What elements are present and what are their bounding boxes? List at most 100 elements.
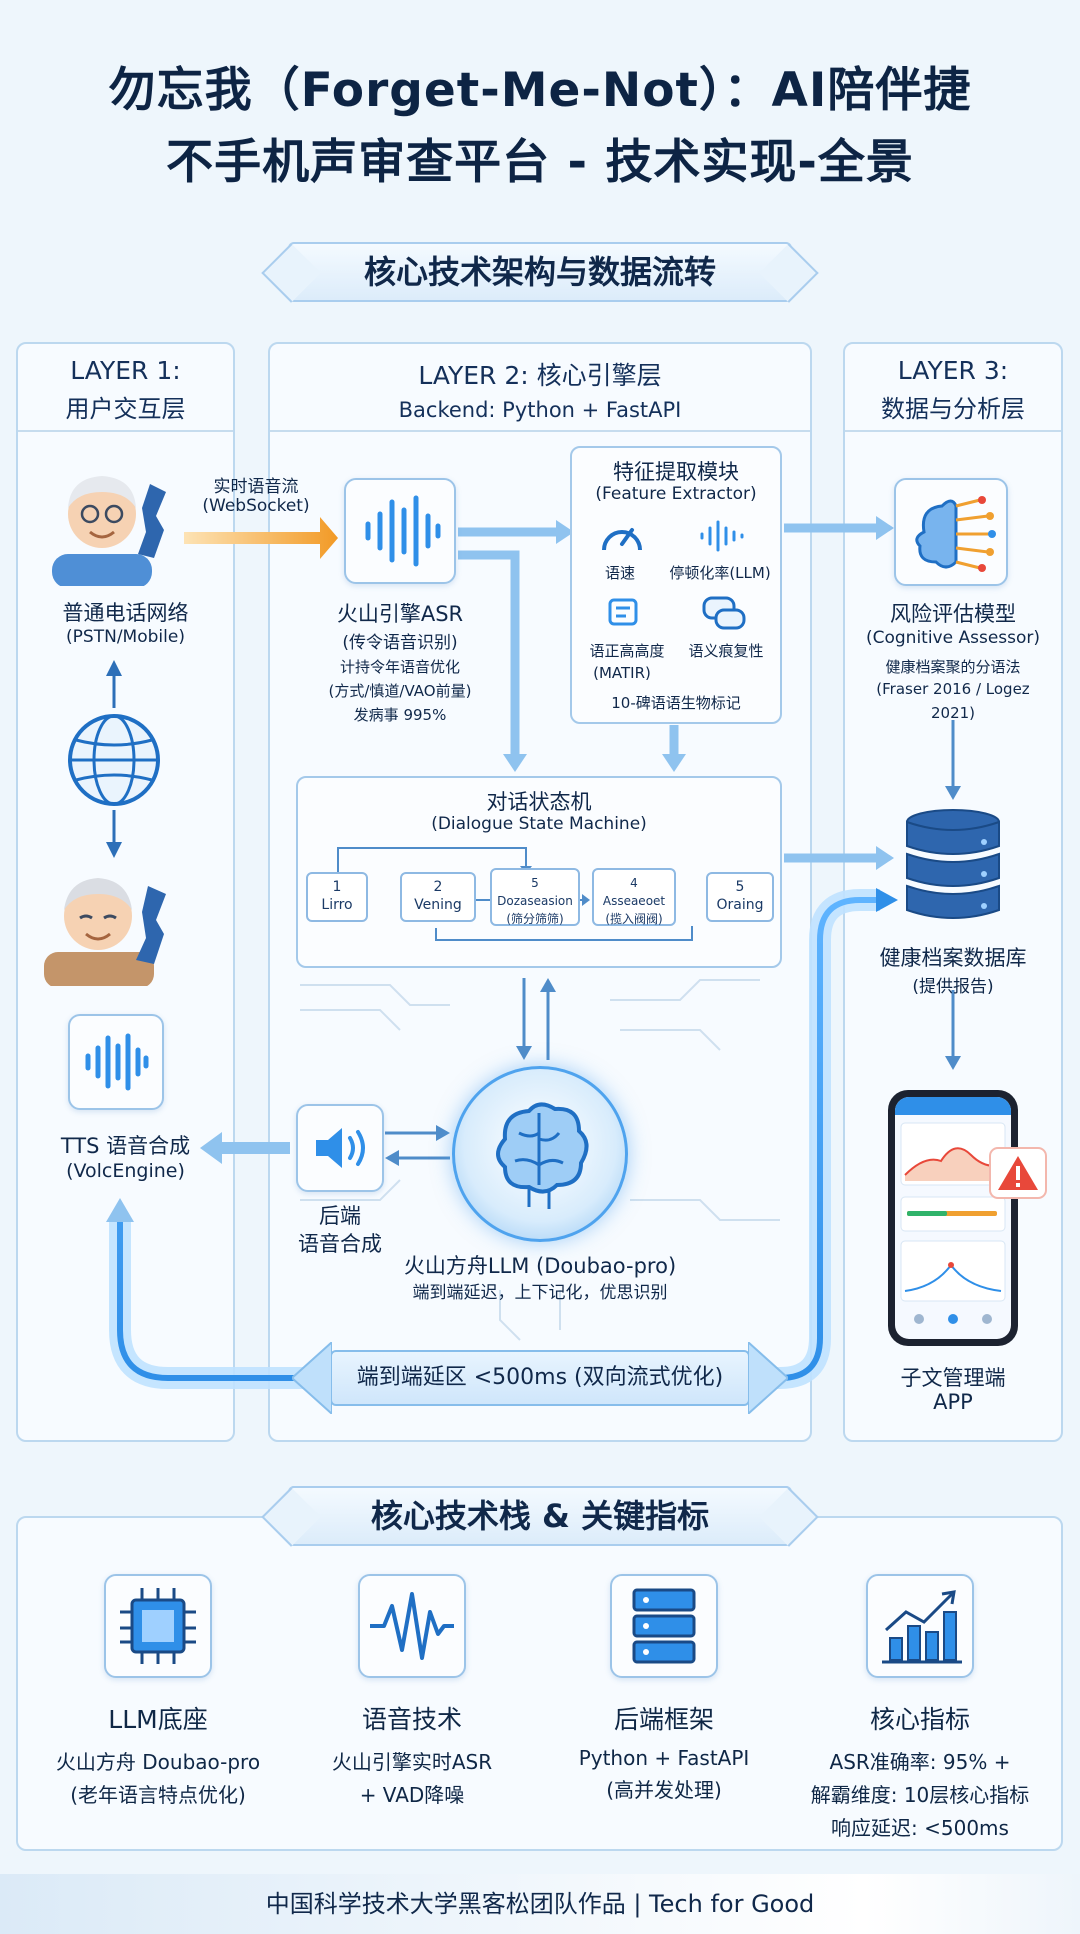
guardian-app-phone [888,1090,1018,1346]
feature-subtitle: (Feature Extractor) [595,484,757,504]
stream-sub: (WebSocket) [202,496,310,516]
server-icon [632,1588,696,1664]
risk-line3: 2021) [930,704,976,722]
growth-chart-icon [882,1590,962,1664]
layer2-head: LAYER 2: 核心引擎层 Backend: Python + FastAPI [268,356,812,422]
stack-card-metrics-line3: 响应延迟: <500ms [831,1816,1009,1840]
db-sub: (提供报告) [912,977,994,997]
layer3-divider [845,430,1061,432]
stack-card-speech-line2: + VAD降噪 [359,1783,465,1807]
stack-card-metrics-title: 核心指标 [869,1705,970,1734]
asr-tile [344,478,456,584]
layer1-divider [18,430,233,432]
asr-line1: (传令语音识别) [342,633,458,653]
alert-icon [989,1147,1047,1199]
stack-card-metrics: 核心指标 ASR准确率: 95% + 解霸维度: 10层核心指标 响应延迟: <… [792,1700,1048,1841]
risk-sub: (Cognitive Assessor) [865,628,1041,648]
backend-tile [610,1574,718,1678]
phone-network-label: 普通电话网络 [62,601,189,625]
app-charts [900,1122,1006,1324]
stack-card-llm-line2: (老年语言特点优化) [70,1783,246,1807]
dsm-state-4-sub: (揽入阀阀) [605,912,663,926]
stream-label: 实时语音流 [213,477,299,497]
backend-tts-tile [296,1104,384,1192]
speech-tech-tile [358,1574,466,1678]
asr-line2: 计持令年语音优化 [339,658,460,676]
dsm-state-3-num: 5 [531,876,539,890]
brain-analysis-icon [915,496,996,572]
stack-card-backend-line2: (高并发处理) [606,1778,722,1802]
feature-item4: 语义痕复性 [688,642,764,660]
layer2-title: LAYER 2: 核心引擎层 [418,361,662,390]
stack-card-llm-title: LLM底座 [108,1705,208,1734]
elderly-caller-icon [52,476,166,586]
layer3-subtitle: 数据与分析层 [881,395,1025,423]
brain-icon [496,1102,589,1209]
risk-model-tile [894,478,1008,586]
stack-card-metrics-line2: 解霸维度: 10层核心指标 [810,1783,1030,1807]
stack-banner-front: 核心技术栈 & 关键指标 [288,1486,792,1546]
feature-title: 特征提取模块 [613,460,739,484]
layer3-head: LAYER 3: 数据与分析层 [843,356,1063,424]
page-title-line1: 勿忘我（Forget-Me-Not）：AI陪伴捷 [108,63,972,118]
signal-wave-icon [700,520,744,552]
dsm-state-3-label: Dozaseasion [497,894,573,908]
stack-card-backend-line1: Python + FastAPI [578,1746,750,1770]
layer3-title: LAYER 3: [897,356,1009,385]
dsm-state-2-num: 2 [433,879,443,895]
stack-card-llm-line1: 火山方舟 Doubao-pro [55,1750,261,1774]
dsm-state-2: 2 Vening [400,872,476,922]
latency-right-arrow [748,1342,788,1414]
llm-title: 火山方舟LLM (Doubao-pro) [403,1254,677,1278]
stack-card-speech-title: 语音技术 [361,1705,462,1734]
app-screen [895,1097,1011,1339]
feature-footer: 10-碑语语生物标记 [611,694,741,712]
backend-tts-line1: 后端 [319,1204,361,1228]
dsm-state-3: 5 Dozaseasion (筛分筛筛) [490,868,580,926]
architecture-banner: 核心技术架构与数据流转 [288,242,792,302]
feature-item1: 语速 [604,564,635,582]
layer2-subtitle: Backend: Python + FastAPI [398,398,682,422]
phone-network-sub: (PSTN/Mobile) [66,627,185,647]
llm-sub: 端到端延迟，上下记化，优思识别 [412,1283,668,1303]
elderly-listener-icon [44,878,166,986]
dsm-state-5: 5 Oraing [706,872,774,922]
backend-tts-line2: 语音合成 [298,1232,382,1256]
footer: 中国科学技术大学黑客松团队作品 | Tech for Good [0,1874,1080,1934]
layer1-head: LAYER 1: 用户交互层 [16,356,235,424]
feature-item2: 停顿化率(LLM) [669,564,771,582]
metrics-tile [866,1574,974,1678]
stack-card-llm: LLM底座 火山方舟 Doubao-pro (老年语言特点优化) [30,1700,286,1808]
layer1-title: LAYER 1: [70,356,181,385]
layer1-subtitle: 用户交互层 [65,395,186,423]
page-title-line2: 不手机声审查平台 - 技术实现-全景 [166,135,914,190]
waveform-icon [85,1033,149,1091]
app-title: 子文管理端 [900,1366,1006,1390]
asr-title: 火山引擎ASR [336,602,464,626]
globe-icon [68,714,160,806]
stack-card-backend-title: 后端框架 [613,1705,714,1734]
llm-base-tile [104,1574,212,1678]
tts-tile [68,1014,164,1110]
stack-card-backend: 后端框架 Python + FastAPI (高并发处理) [536,1700,792,1803]
latency-banner: 端到端延区 <500ms (双向流式优化) [330,1350,750,1406]
feature-item3: 语正高高度 [589,642,665,660]
risk-line1: 健康档案聚的分语法 [885,658,1021,676]
asr-waveform-icon [365,495,441,567]
feature-extractor-box [570,446,782,724]
speech-analysis-icon [608,598,638,626]
stack-card-speech: 语音技术 火山引擎实时ASR + VAD降噪 [284,1700,540,1808]
asr-line3: (方式/慎道/VAO前量) [328,682,472,700]
chip-icon [120,1588,196,1664]
dsm-state-1: 1 Lirro [306,872,368,922]
layer2-divider [270,430,810,432]
speedometer-icon [602,528,642,551]
circuit-decoration [300,979,780,1341]
db-title: 健康档案数据库 [879,946,1027,970]
dsm-state-5-label: Oraing [716,897,764,913]
dsm-subtitle: (Dialogue State Machine) [431,814,647,834]
dsm-state-2-label: Vening [414,897,462,913]
latency-left-arrow [292,1342,332,1414]
dsm-state-1-label: Lirro [321,897,353,913]
